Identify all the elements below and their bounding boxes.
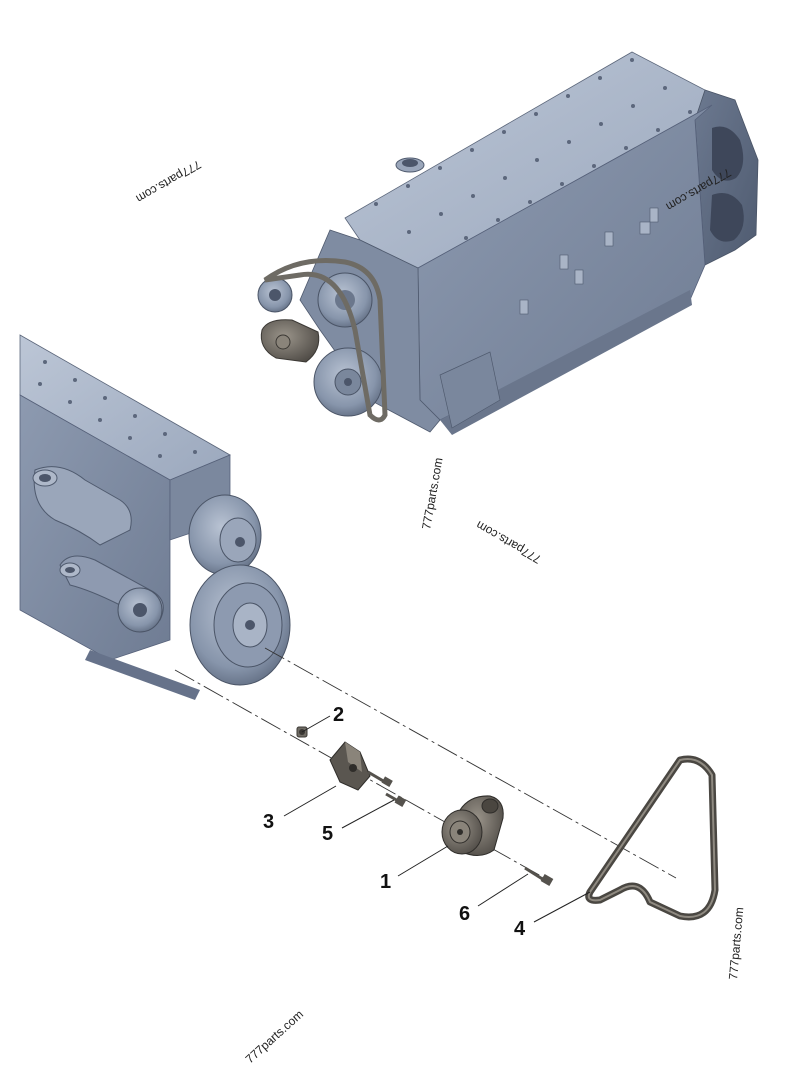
leader-lines: [283, 715, 591, 923]
engine-assembled-view: [257, 51, 759, 435]
callout-5: 5: [322, 823, 333, 845]
end-plate-cutout: [710, 192, 744, 242]
oil-pan-edge: [85, 650, 200, 700]
part-5-bolt: [385, 792, 407, 807]
block-top-bolts: [38, 360, 197, 458]
callout-6: 6: [459, 903, 470, 925]
side-studs: [519, 207, 659, 315]
part-1-belt-tensioner: [441, 795, 504, 856]
engine-exploded-view: [19, 334, 291, 700]
part-4-drive-belt: [585, 755, 719, 921]
watermark: 777parts.com: [474, 518, 544, 566]
watermark: 777parts.com: [726, 907, 746, 981]
engine-skirt: [440, 290, 692, 435]
callout-4: 4: [514, 918, 526, 940]
part-6-bolt: [524, 866, 554, 886]
watermark: 777parts.com: [134, 157, 204, 205]
watermark: 777parts.com: [243, 1007, 306, 1066]
side-housing: [439, 351, 501, 429]
top-bolts: [374, 58, 692, 240]
part-3-bracket: [329, 741, 371, 791]
intake-pipe: [33, 466, 132, 546]
bracket-bolt: [367, 770, 393, 787]
callout-2: 2: [333, 704, 344, 726]
callout-3: 3: [263, 811, 274, 833]
drive-belt-installed: [263, 257, 388, 423]
callout-1: 1: [380, 871, 391, 893]
watermark: 777parts.com: [419, 456, 445, 530]
end-plate-cutout: [712, 126, 744, 181]
